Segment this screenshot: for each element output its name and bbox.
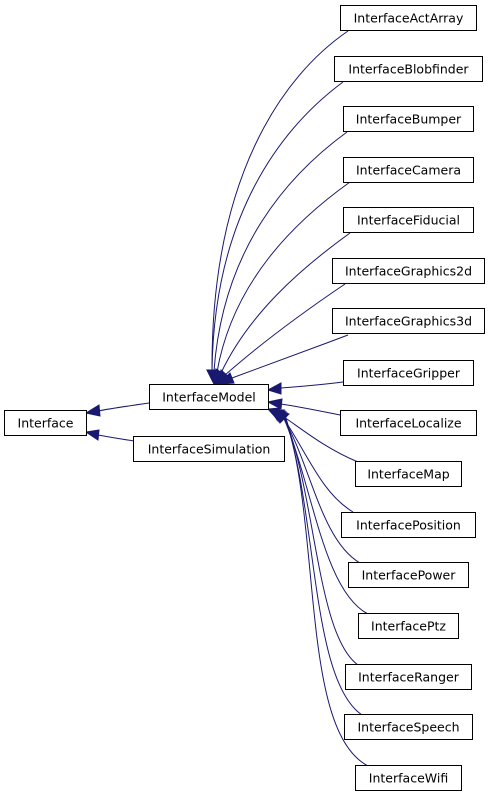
arrowhead-icon <box>217 372 235 385</box>
node-interface-bumper[interactable]: InterfaceBumper <box>343 106 474 132</box>
edge-line <box>97 402 150 412</box>
node-box[interactable] <box>133 436 285 462</box>
node-label: InterfaceActArray <box>354 11 464 26</box>
node-box[interactable] <box>343 106 474 132</box>
node-interface-wifi[interactable]: InterfaceWifi <box>355 765 462 791</box>
edge-line <box>282 413 359 666</box>
edge-line <box>211 30 349 372</box>
node-box[interactable] <box>343 207 474 233</box>
node-box[interactable] <box>340 5 477 31</box>
edge-interface-gripper-to-interface-model <box>266 381 344 395</box>
edge-interface-graphics2d-to-interface-model <box>217 283 346 385</box>
edge-line <box>213 131 348 372</box>
edge-interface-blobfinder-to-interface-model <box>206 81 344 386</box>
node-box[interactable] <box>4 410 87 436</box>
edge-line <box>211 81 344 372</box>
node-label: InterfacePower <box>362 568 457 583</box>
node-box[interactable] <box>355 461 462 487</box>
node-interface-map[interactable]: InterfaceMap <box>355 461 462 487</box>
node-label: InterfaceGraphics2d <box>345 264 472 279</box>
edge-interface-wifi-to-interface-model <box>273 409 369 767</box>
edge-interface-fiducial-to-interface-model <box>215 232 351 386</box>
node-box[interactable] <box>341 512 476 538</box>
edge-interface-bumper-to-interface-model <box>208 131 348 386</box>
edge-line <box>224 283 346 376</box>
arrowhead-icon <box>266 382 282 395</box>
edge-line <box>216 181 351 373</box>
node-interface-graphics2d[interactable]: InterfaceGraphics2d <box>332 258 485 284</box>
node-label: InterfacePtz <box>371 619 446 634</box>
edge-line <box>220 232 351 374</box>
node-interface-graphics3d[interactable]: InterfaceGraphics3d <box>332 308 485 334</box>
arrowhead-icon <box>266 398 283 410</box>
node-interface-gripper[interactable]: InterfaceGripper <box>343 360 474 386</box>
node-interface-fiducial[interactable]: InterfaceFiducial <box>343 207 474 233</box>
node-interface-act-array[interactable]: InterfaceActArray <box>340 5 477 31</box>
edge-line <box>280 413 361 564</box>
node-interface-camera[interactable]: InterfaceCamera <box>343 157 474 183</box>
node-box[interactable] <box>343 360 474 386</box>
edge-line <box>97 434 135 442</box>
node-interface-speech[interactable]: InterfaceSpeech <box>344 714 473 740</box>
edges-layer <box>84 30 369 767</box>
node-interface-ranger[interactable]: InterfaceRanger <box>345 664 472 690</box>
node-box[interactable] <box>332 258 485 284</box>
edge-line <box>284 414 369 767</box>
edge-line <box>231 334 349 379</box>
node-label: InterfaceBumper <box>356 112 462 127</box>
node-label: InterfaceLocalize <box>355 416 461 431</box>
node-label: InterfaceWifi <box>369 771 448 786</box>
edge-interface-simulation-to-interface <box>84 429 135 442</box>
node-interface-model[interactable]: InterfaceModel <box>149 384 269 410</box>
node-label: Interface <box>18 416 74 431</box>
node-box[interactable] <box>334 56 483 82</box>
node-interface-power[interactable]: InterfacePower <box>348 562 469 588</box>
node-box[interactable] <box>344 714 473 740</box>
node-label: InterfaceGraphics3d <box>345 314 472 329</box>
node-interface-localize[interactable]: InterfaceLocalize <box>340 410 477 436</box>
arrowhead-icon <box>84 429 100 441</box>
node-label: InterfaceMap <box>367 467 449 482</box>
node-label: InterfaceBlobfinder <box>348 62 469 77</box>
arrowhead-icon <box>273 409 290 424</box>
node-box[interactable] <box>340 410 477 436</box>
edge-interface-camera-to-interface-model <box>211 181 351 386</box>
edge-line <box>280 381 344 389</box>
node-interface-ptz[interactable]: InterfacePtz <box>358 613 459 639</box>
edge-interface-model-to-interface <box>84 402 150 417</box>
node-interface[interactable]: Interface <box>4 410 87 436</box>
edge-line <box>280 403 341 416</box>
node-label: InterfaceGripper <box>357 366 461 381</box>
node-interface-blobfinder[interactable]: InterfaceBlobfinder <box>334 56 483 82</box>
node-box[interactable] <box>149 384 269 410</box>
node-box[interactable] <box>332 308 485 334</box>
node-box[interactable] <box>345 664 472 690</box>
edge-interface-graphics3d-to-interface-model <box>217 334 349 385</box>
node-box[interactable] <box>348 562 469 588</box>
edge-interface-localize-to-interface-model <box>266 398 341 416</box>
nodes-layer: Interface InterfaceModelInterfaceSimulati… <box>4 5 485 791</box>
node-interface-position[interactable]: InterfacePosition <box>341 512 476 538</box>
arrowhead-icon <box>84 404 101 417</box>
node-label: InterfaceFiducial <box>357 213 460 228</box>
node-label: InterfaceSpeech <box>357 720 459 735</box>
node-label: InterfaceRanger <box>358 670 460 685</box>
node-box[interactable] <box>355 765 462 791</box>
node-interface-simulation[interactable]: InterfaceSimulation <box>133 436 285 462</box>
node-label: InterfaceSimulation <box>148 442 271 457</box>
node-box[interactable] <box>343 157 474 183</box>
node-label: InterfaceModel <box>162 390 256 405</box>
node-label: InterfacePosition <box>356 518 461 533</box>
node-box[interactable] <box>358 613 459 639</box>
node-label: InterfaceCamera <box>356 163 461 178</box>
